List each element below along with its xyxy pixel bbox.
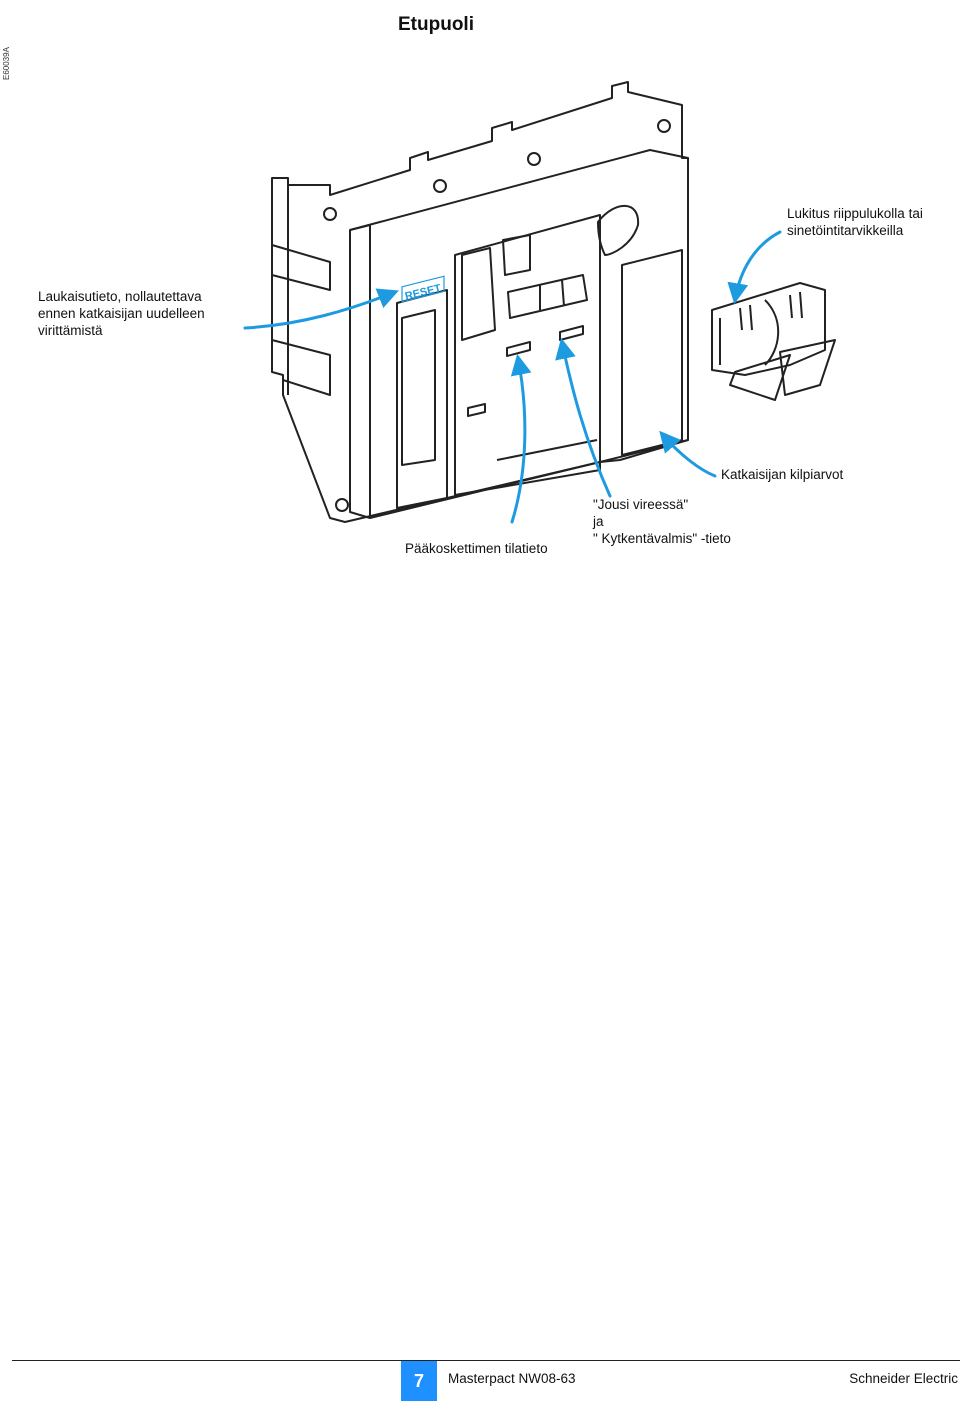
- callout-arrow-lock: [727, 230, 782, 305]
- callout-arrow-trip: [243, 288, 399, 330]
- charging-handle: [597, 204, 640, 256]
- front-panel: [349, 149, 689, 519]
- trip-indicator-column: [396, 289, 448, 509]
- mounting-hole: [433, 179, 447, 193]
- callout-main-contact-status: Pääkoskettimen tilatieto: [405, 541, 548, 556]
- padlock-accessory: [711, 282, 826, 376]
- breaker-front-illustration: RESET: [243, 81, 836, 524]
- page-number: 7: [401, 1361, 437, 1401]
- callout-rating-plate: Katkaisijan kilpiarvot: [721, 467, 844, 482]
- callout-arrow-rating: [659, 430, 717, 478]
- callout-spring-charged: "Jousi vireessä" ja " Kytkentävalmis" -t…: [593, 497, 731, 546]
- front-panel-bevel: [349, 224, 371, 518]
- chassis-outline: [271, 81, 689, 523]
- mounting-hole: [323, 207, 337, 221]
- mounting-hole: [335, 498, 349, 512]
- footer-divider: [12, 1360, 960, 1361]
- reset-label: RESET: [401, 275, 445, 303]
- callout-padlock-locking: Lukitus riippulukolla tai sinetöintitarv…: [787, 206, 923, 238]
- page-title: Etupuoli: [398, 14, 474, 35]
- chassis-side: [271, 178, 331, 396]
- indicator-slot: [467, 403, 486, 417]
- footer-brand: Schneider Electric: [849, 1371, 958, 1386]
- callout-trip-indication: Laukaisutieto, nollautettava ennen katka…: [38, 289, 205, 338]
- footer-product: Masterpact NW08-63: [448, 1371, 576, 1386]
- indicator-slot: [506, 341, 531, 357]
- rating-plate: [621, 249, 683, 456]
- callout-arrow-spring: [555, 337, 612, 498]
- indicator-slot: [559, 325, 584, 341]
- mounting-hole: [657, 119, 671, 133]
- callout-arrow-main: [510, 353, 532, 524]
- mounting-hole: [527, 152, 541, 166]
